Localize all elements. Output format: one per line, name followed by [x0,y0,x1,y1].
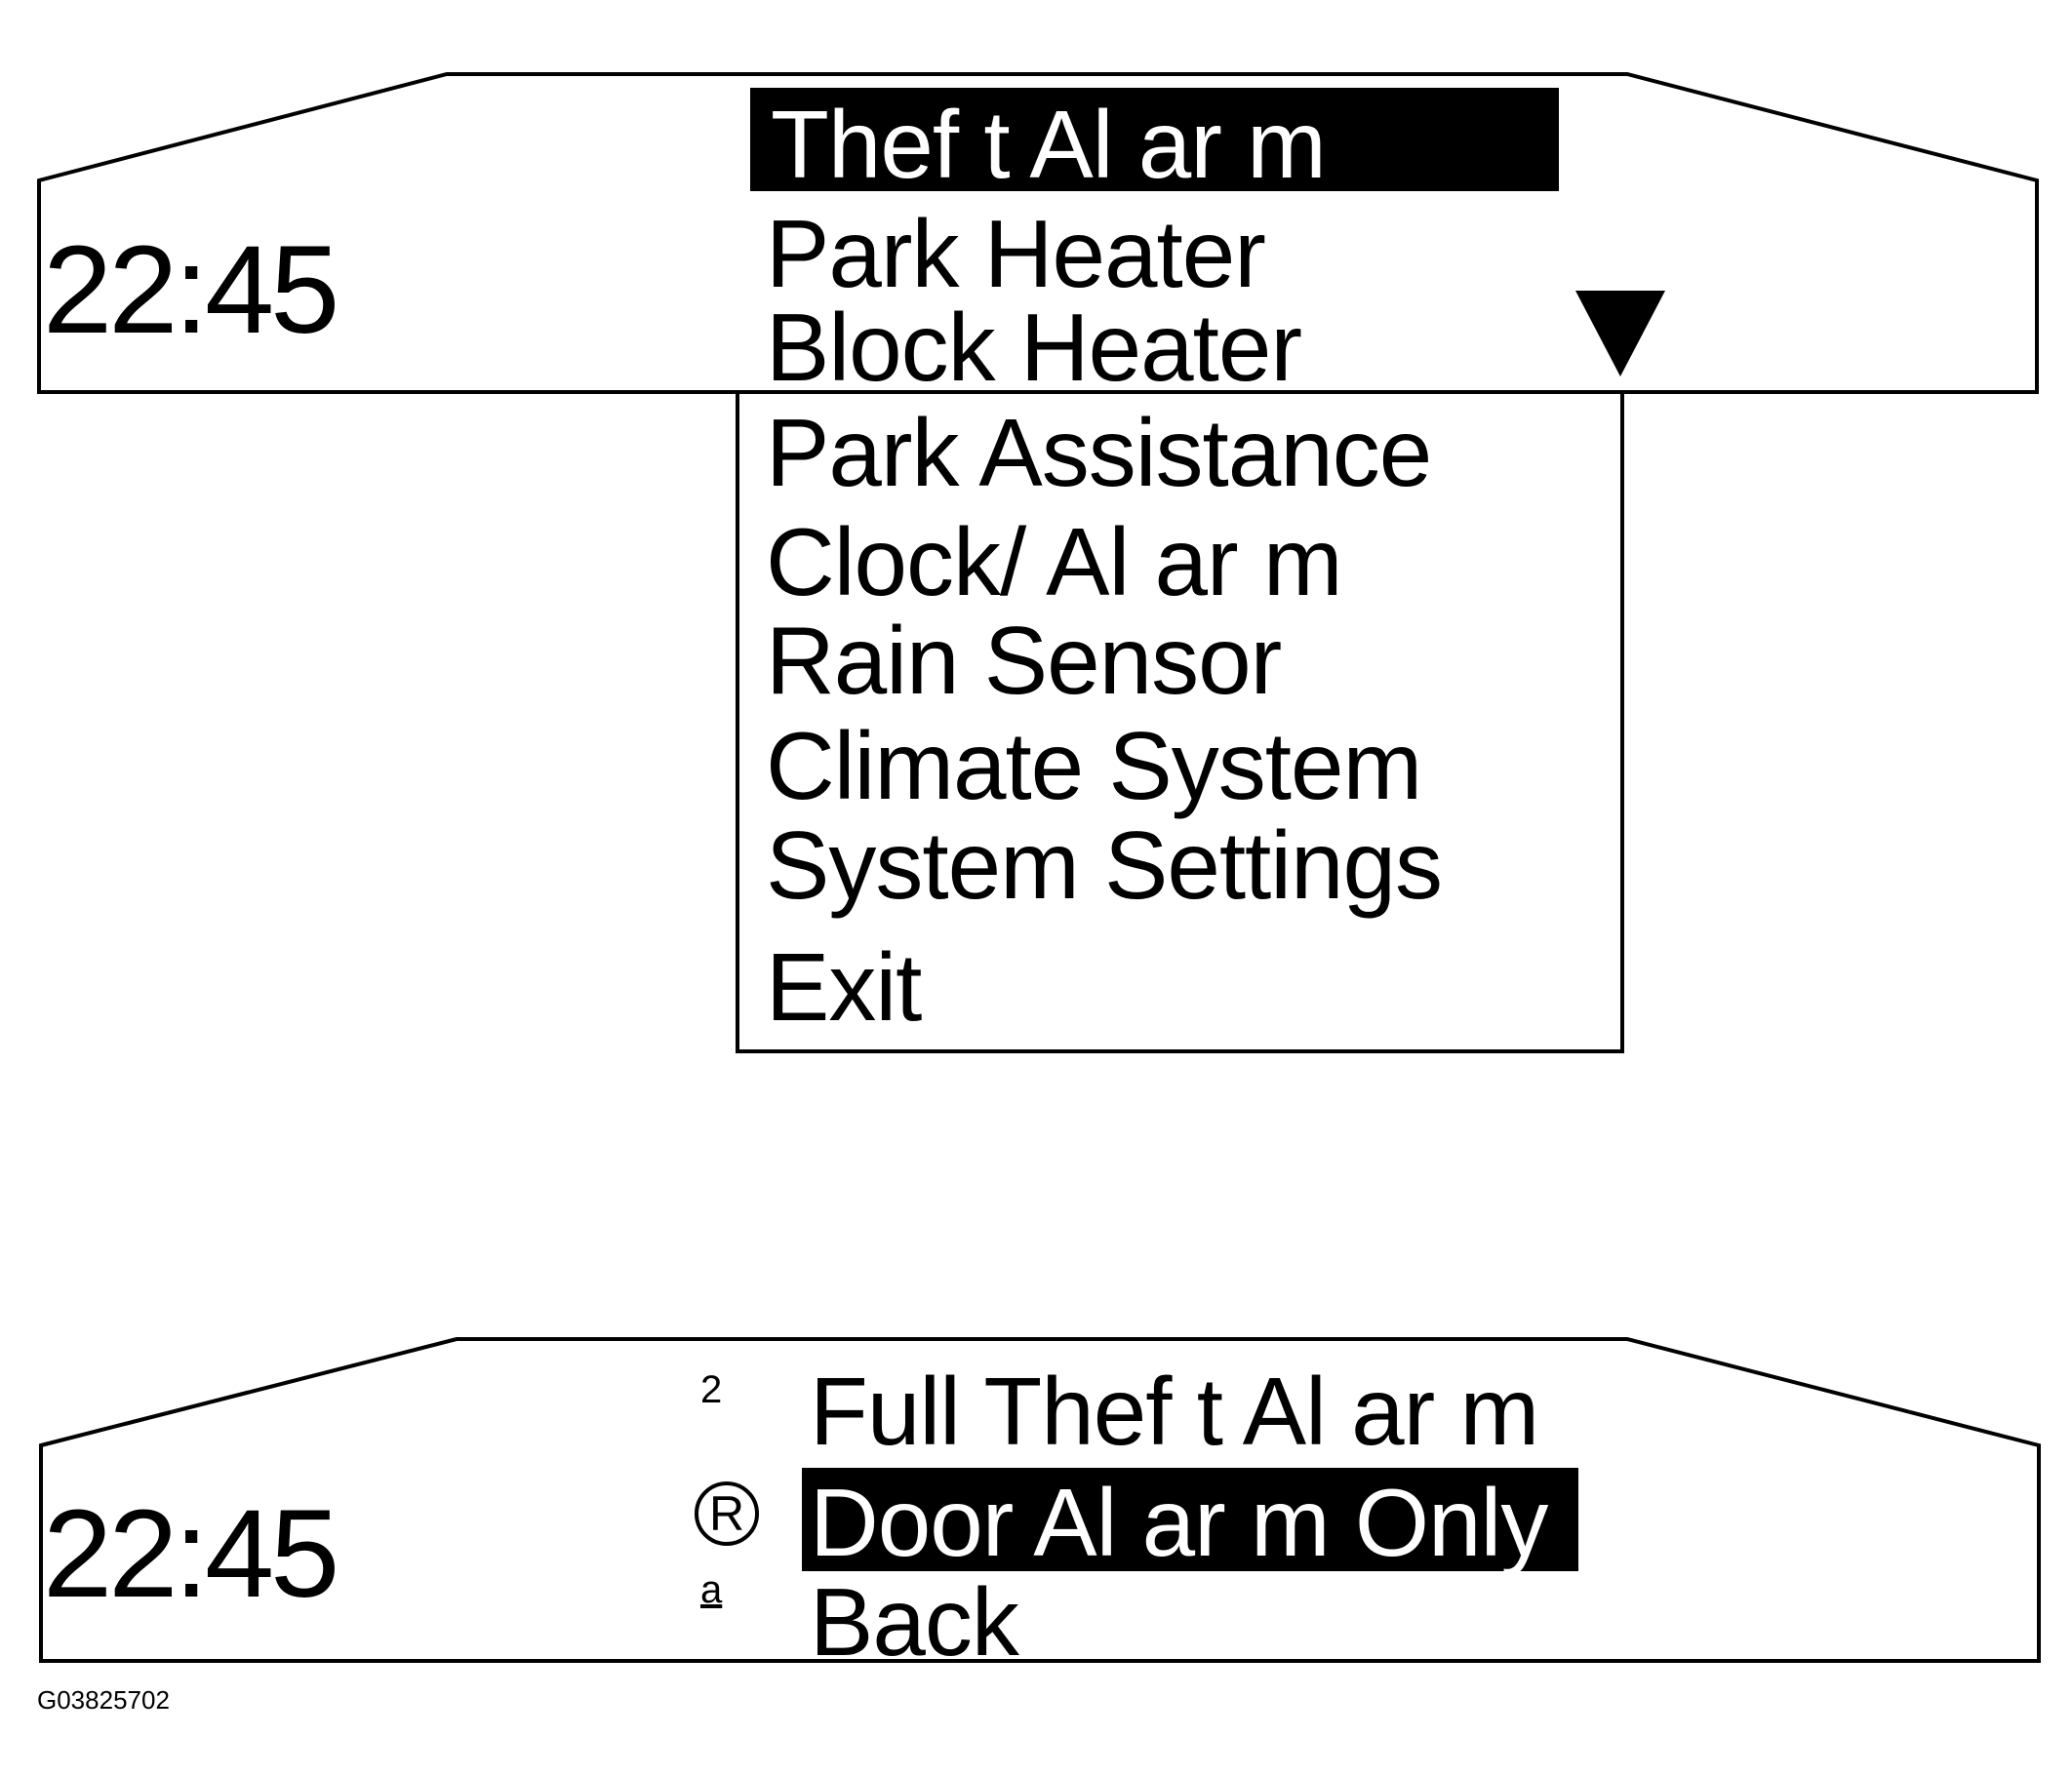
menu-item-block-heater[interactable]: Block Heater [766,294,1302,401]
option-back[interactable]: Back [810,1568,1019,1676]
selected-option[interactable] [802,1468,1578,1571]
radio-selected-icon: R [695,1481,759,1546]
menu-item-park-heater[interactable]: Park Heater [766,200,1266,307]
triangle-down-icon [1575,291,1665,376]
menu-item-exit[interactable]: Exit [766,933,922,1041]
menu-item-theft-alarm[interactable]: Thef t Al ar m [771,91,1327,198]
option-door-alarm-only[interactable]: Door Al ar m Only [810,1469,1548,1576]
menu-item-system-settings[interactable]: System Settings [766,811,1443,919]
dropdown-menu-panel [736,392,1624,1053]
top-display-housing [37,72,2039,394]
menu-item-climate-system[interactable]: Climate System [766,712,1422,819]
bottom-display-housing [39,1337,2041,1663]
option-marker-back: a [700,1568,723,1611]
selected-menu-item[interactable] [750,88,1559,191]
radio-marker-letter: R [708,1486,745,1541]
option-full-theft-alarm[interactable]: Full Thef t Al ar m [810,1358,1539,1465]
option-marker-full-theft: 2 [700,1368,723,1411]
top-clock: 22:45 [43,220,339,360]
figure-id: G03825702 [37,1685,170,1715]
menu-item-clock-alarm[interactable]: Clock/ Al ar m [766,508,1342,615]
menu-item-park-assistance[interactable]: Park Assistance [766,399,1432,506]
bottom-clock: 22:45 [43,1484,339,1624]
menu-item-rain-sensor[interactable]: Rain Sensor [766,607,1282,714]
